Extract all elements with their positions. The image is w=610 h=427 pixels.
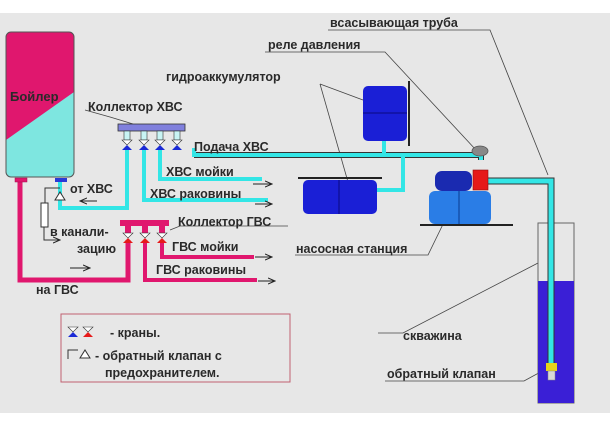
water-supply-diagram: Бойлер [5, 16, 575, 404]
boiler: Бойлер [5, 31, 75, 183]
collector-hot [120, 220, 169, 243]
hot-sink-pipe [160, 240, 254, 259]
flow-arrows [70, 184, 275, 281]
leader-suction-pipe [328, 29, 549, 176]
label-suction-pipe: всасывающая труба [330, 16, 459, 30]
pump-station [420, 169, 513, 226]
label-to-hot: на ГВС [36, 283, 79, 297]
label-from-cold: от ХВС [70, 182, 113, 196]
label-cold-supply: Подача ХВС [194, 140, 269, 154]
label-pump-station: насосная станция [296, 242, 407, 256]
leader-accumulator-top [319, 83, 364, 101]
leader-collector-hot [169, 225, 288, 231]
cold-sink-pipe [158, 148, 262, 181]
legend-taps-text: - краны. [110, 326, 160, 340]
collector-cold [117, 123, 186, 150]
boiler-label: Бойлер [10, 89, 59, 104]
label-cold-sink: ХВС мойки [166, 165, 234, 179]
label-hot-basin: ГВС раковины [156, 263, 246, 277]
legend: - краны. - обратный клапан с предохранит… [60, 313, 291, 383]
cold-basin-pipe [142, 148, 268, 202]
label-collector-cold: Коллектор ХВС [88, 100, 183, 114]
cold-water-pipes [58, 140, 555, 368]
leader-collector-cold [84, 109, 134, 125]
hot-taps [122, 232, 168, 243]
hydro-accumulator-horizontal [298, 177, 382, 214]
hot-basin-pipe [143, 240, 257, 282]
labels: всасывающая труба реле давления гидроакк… [36, 16, 496, 381]
label-sewer-2: зацию [77, 242, 116, 256]
leader-pressure-relay [265, 51, 477, 151]
boiler-check-valve [40, 187, 66, 240]
diagram-canvas: Бойлер [0, 13, 610, 413]
pressure-relay [471, 145, 489, 157]
hot-from-boiler-pipe [17, 180, 131, 283]
label-cold-basin: ХВС раковины [150, 187, 241, 201]
legend-tap-icon [67, 326, 94, 337]
legend-check-valve-icon [67, 349, 91, 359]
cold-taps [121, 139, 183, 150]
hydro-accumulator-vertical [363, 81, 410, 146]
leader-pump-station [295, 215, 448, 256]
well [537, 222, 575, 404]
label-hydro-accumulator: гидроаккумулятор [166, 70, 281, 84]
leader-well [378, 262, 539, 334]
leader-accumulator-bottom [319, 83, 349, 183]
label-hot-sink: ГВС мойки [172, 240, 238, 254]
label-collector-hot: Коллектор ГВС [178, 215, 271, 229]
hot-water-pipes [17, 180, 257, 283]
label-well: скважина [403, 329, 463, 343]
label-sewer-1: в канали- [50, 225, 109, 239]
label-check-valve: обратный клапан [387, 367, 496, 381]
legend-check-valve-text-2: предохранителем. [105, 366, 220, 380]
well-check-valve [546, 363, 557, 381]
legend-check-valve-text-1: - обратный клапан с [95, 349, 222, 363]
label-pressure-relay: реле давления [268, 38, 360, 52]
